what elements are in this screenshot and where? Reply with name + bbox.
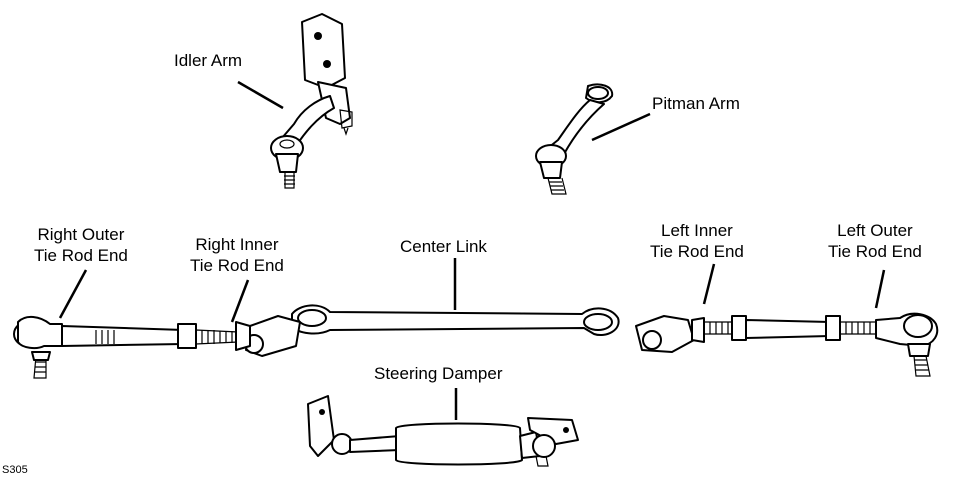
figure-id: S305	[2, 464, 28, 476]
right-inner-line1: Right Inner	[195, 235, 279, 254]
right-inner-line2: Tie Rod End	[190, 256, 284, 275]
idler-arm-text: Idler Arm	[174, 51, 243, 70]
left-outer-leader	[874, 269, 886, 309]
left-inner-leader	[702, 263, 716, 305]
steering-damper-part	[307, 395, 579, 467]
pitman-arm-leader	[591, 112, 651, 142]
left-tie-rod-part	[691, 312, 939, 377]
pitman-arm-part	[535, 83, 614, 195]
left-outer-line1: Left Outer	[837, 221, 913, 240]
left-outer-line2: Tie Rod End	[828, 242, 922, 261]
right-inner-leader	[230, 279, 250, 323]
right-outer-leader	[58, 269, 88, 319]
left-outer-tie-rod-label: Left Outer Tie Rod End	[828, 220, 922, 262]
pitman-arm-text: Pitman Arm	[652, 94, 740, 113]
right-inner-tie-rod-label: Right Inner Tie Rod End	[190, 234, 284, 276]
idler-arm-label: Idler Arm	[174, 50, 242, 71]
left-inner-tie-rod-label: Left Inner Tie Rod End	[650, 220, 744, 262]
steering-damper-label: Steering Damper	[374, 363, 503, 384]
right-tie-rod-part	[13, 316, 251, 379]
right-outer-tie-rod-label: Right Outer Tie Rod End	[34, 224, 128, 266]
pitman-arm-label: Pitman Arm	[652, 93, 740, 114]
left-inner-line2: Tie Rod End	[650, 242, 744, 261]
idler-arm-leader	[237, 80, 284, 110]
center-link-label: Center Link	[400, 236, 487, 257]
idler-arm-part	[270, 13, 353, 189]
steering-damper-text: Steering Damper	[374, 364, 503, 383]
center-link-text: Center Link	[400, 237, 487, 256]
right-outer-line1: Right Outer	[37, 225, 125, 244]
center-link-part	[244, 304, 695, 357]
leader-lines	[58, 80, 886, 420]
right-outer-line2: Tie Rod End	[34, 246, 128, 265]
left-inner-line1: Left Inner	[661, 221, 733, 240]
